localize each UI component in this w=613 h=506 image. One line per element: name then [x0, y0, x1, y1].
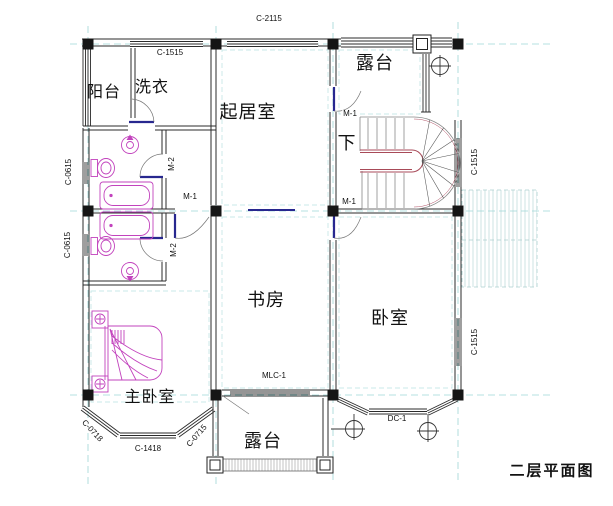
door-tag-study-terrace: MLC-1	[260, 371, 288, 380]
drain-symbols	[331, 55, 451, 442]
hollow-columns	[206, 34, 432, 474]
window-tag-left-upper: C-0615	[64, 157, 73, 187]
window-tag-top-left: C-1515	[155, 48, 185, 57]
window-tag-right-bedroom: C-1515	[470, 327, 479, 357]
stair-direction-label: 下	[337, 133, 357, 153]
grid-centerlines	[70, 22, 550, 484]
window-tag-left-lower: C-0615	[63, 230, 72, 260]
drawing-title: 二层平面图	[509, 462, 595, 480]
room-label-laundry: 洗衣	[134, 79, 170, 96]
staircase	[359, 116, 461, 210]
room-label-master-bedroom: 主卧室	[124, 389, 176, 406]
door-tag-bedroom-bay: DC-1	[386, 414, 408, 423]
room-label-study: 书房	[247, 290, 285, 310]
door-tag-hall: M-1	[182, 192, 198, 201]
structural-columns	[82, 38, 464, 401]
doors	[129, 87, 362, 415]
roof-hatch-areas	[222, 189, 538, 472]
door-tag-bath-lower: M-2	[169, 242, 178, 258]
bed-furniture	[91, 310, 163, 393]
room-label-balcony: 阳台	[86, 84, 122, 101]
door-tag-living-terrace: M-1	[342, 109, 358, 118]
fixtures	[90, 134, 154, 282]
beam-outlines	[90, 49, 453, 403]
door-tag-bedroom: M-1	[341, 197, 357, 206]
window-tag-top-center: C-2115	[255, 14, 283, 23]
room-label-living-room: 起居室	[219, 102, 277, 122]
room-label-terrace-top: 露台	[356, 53, 394, 73]
door-tag-bath-upper: M-2	[167, 156, 176, 172]
window-tag-right-stair: C-1515	[470, 147, 479, 177]
room-label-bedroom: 卧室	[371, 308, 409, 328]
room-label-terrace-bottom: 露台	[244, 431, 282, 451]
window-tag-master-center: C-1418	[133, 444, 163, 453]
windows	[80, 37, 462, 439]
